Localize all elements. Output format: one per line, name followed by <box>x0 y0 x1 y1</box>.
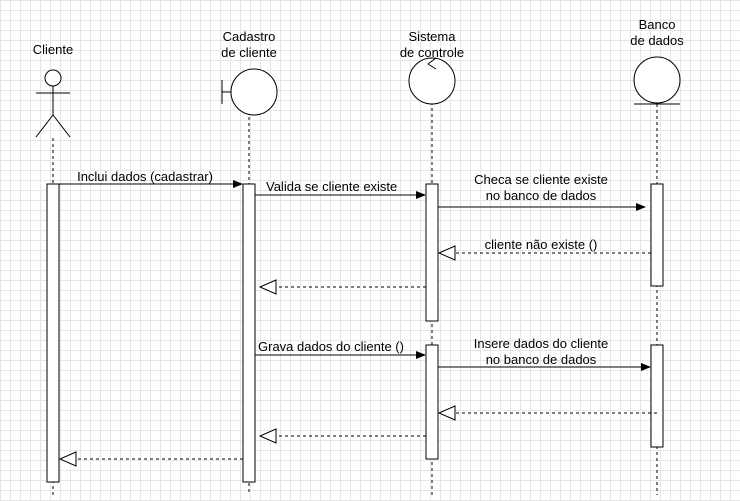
return-cliente-arrowhead <box>58 451 77 467</box>
activation-sistema-1 <box>425 183 439 322</box>
message-insere-label-line1: Insere dados do cliente <box>474 336 608 351</box>
message-inclui-label: Inclui dados (cadastrar) <box>77 169 213 184</box>
message-checa-label-line1: Checa se cliente existe <box>474 172 608 187</box>
return-nao-existe-label: cliente não existe () <box>485 237 598 252</box>
control-icon <box>408 57 456 105</box>
activation-cadastro <box>242 183 256 483</box>
boundary-icon <box>221 68 278 116</box>
participant-label-cadastro-line2: de cliente <box>221 45 277 60</box>
participant-label-banco-line2: de dados <box>630 33 684 48</box>
return-cadastro-1-arrowhead <box>258 279 277 295</box>
participant-label-banco-line1: Banco <box>639 17 676 32</box>
message-checa-label-line2: no banco de dados <box>486 188 597 203</box>
activation-banco-1 <box>650 183 664 287</box>
actor-icon <box>35 69 71 138</box>
participant-label-cadastro-line1: Cadastro <box>223 29 276 44</box>
participant-label-cliente: Cliente <box>33 42 73 57</box>
return-cadastro-2-arrowhead <box>258 428 277 444</box>
activation-sistema-2 <box>425 344 439 460</box>
participant-label-sistema-line1: Sistema <box>409 29 457 44</box>
message-valida-label: Valida se cliente existe <box>266 179 397 194</box>
return-banco-2-arrowhead <box>437 405 456 421</box>
participant-label-sistema-line2: de controle <box>400 45 464 60</box>
activation-banco-2 <box>650 344 664 448</box>
message-grava-label: Grava dados do cliente () <box>258 339 404 354</box>
activation-cliente <box>46 183 60 483</box>
return-nao-existe-arrowhead <box>437 245 456 261</box>
entity-icon <box>633 56 681 105</box>
message-insere-label-line2: no banco de dados <box>486 352 597 367</box>
